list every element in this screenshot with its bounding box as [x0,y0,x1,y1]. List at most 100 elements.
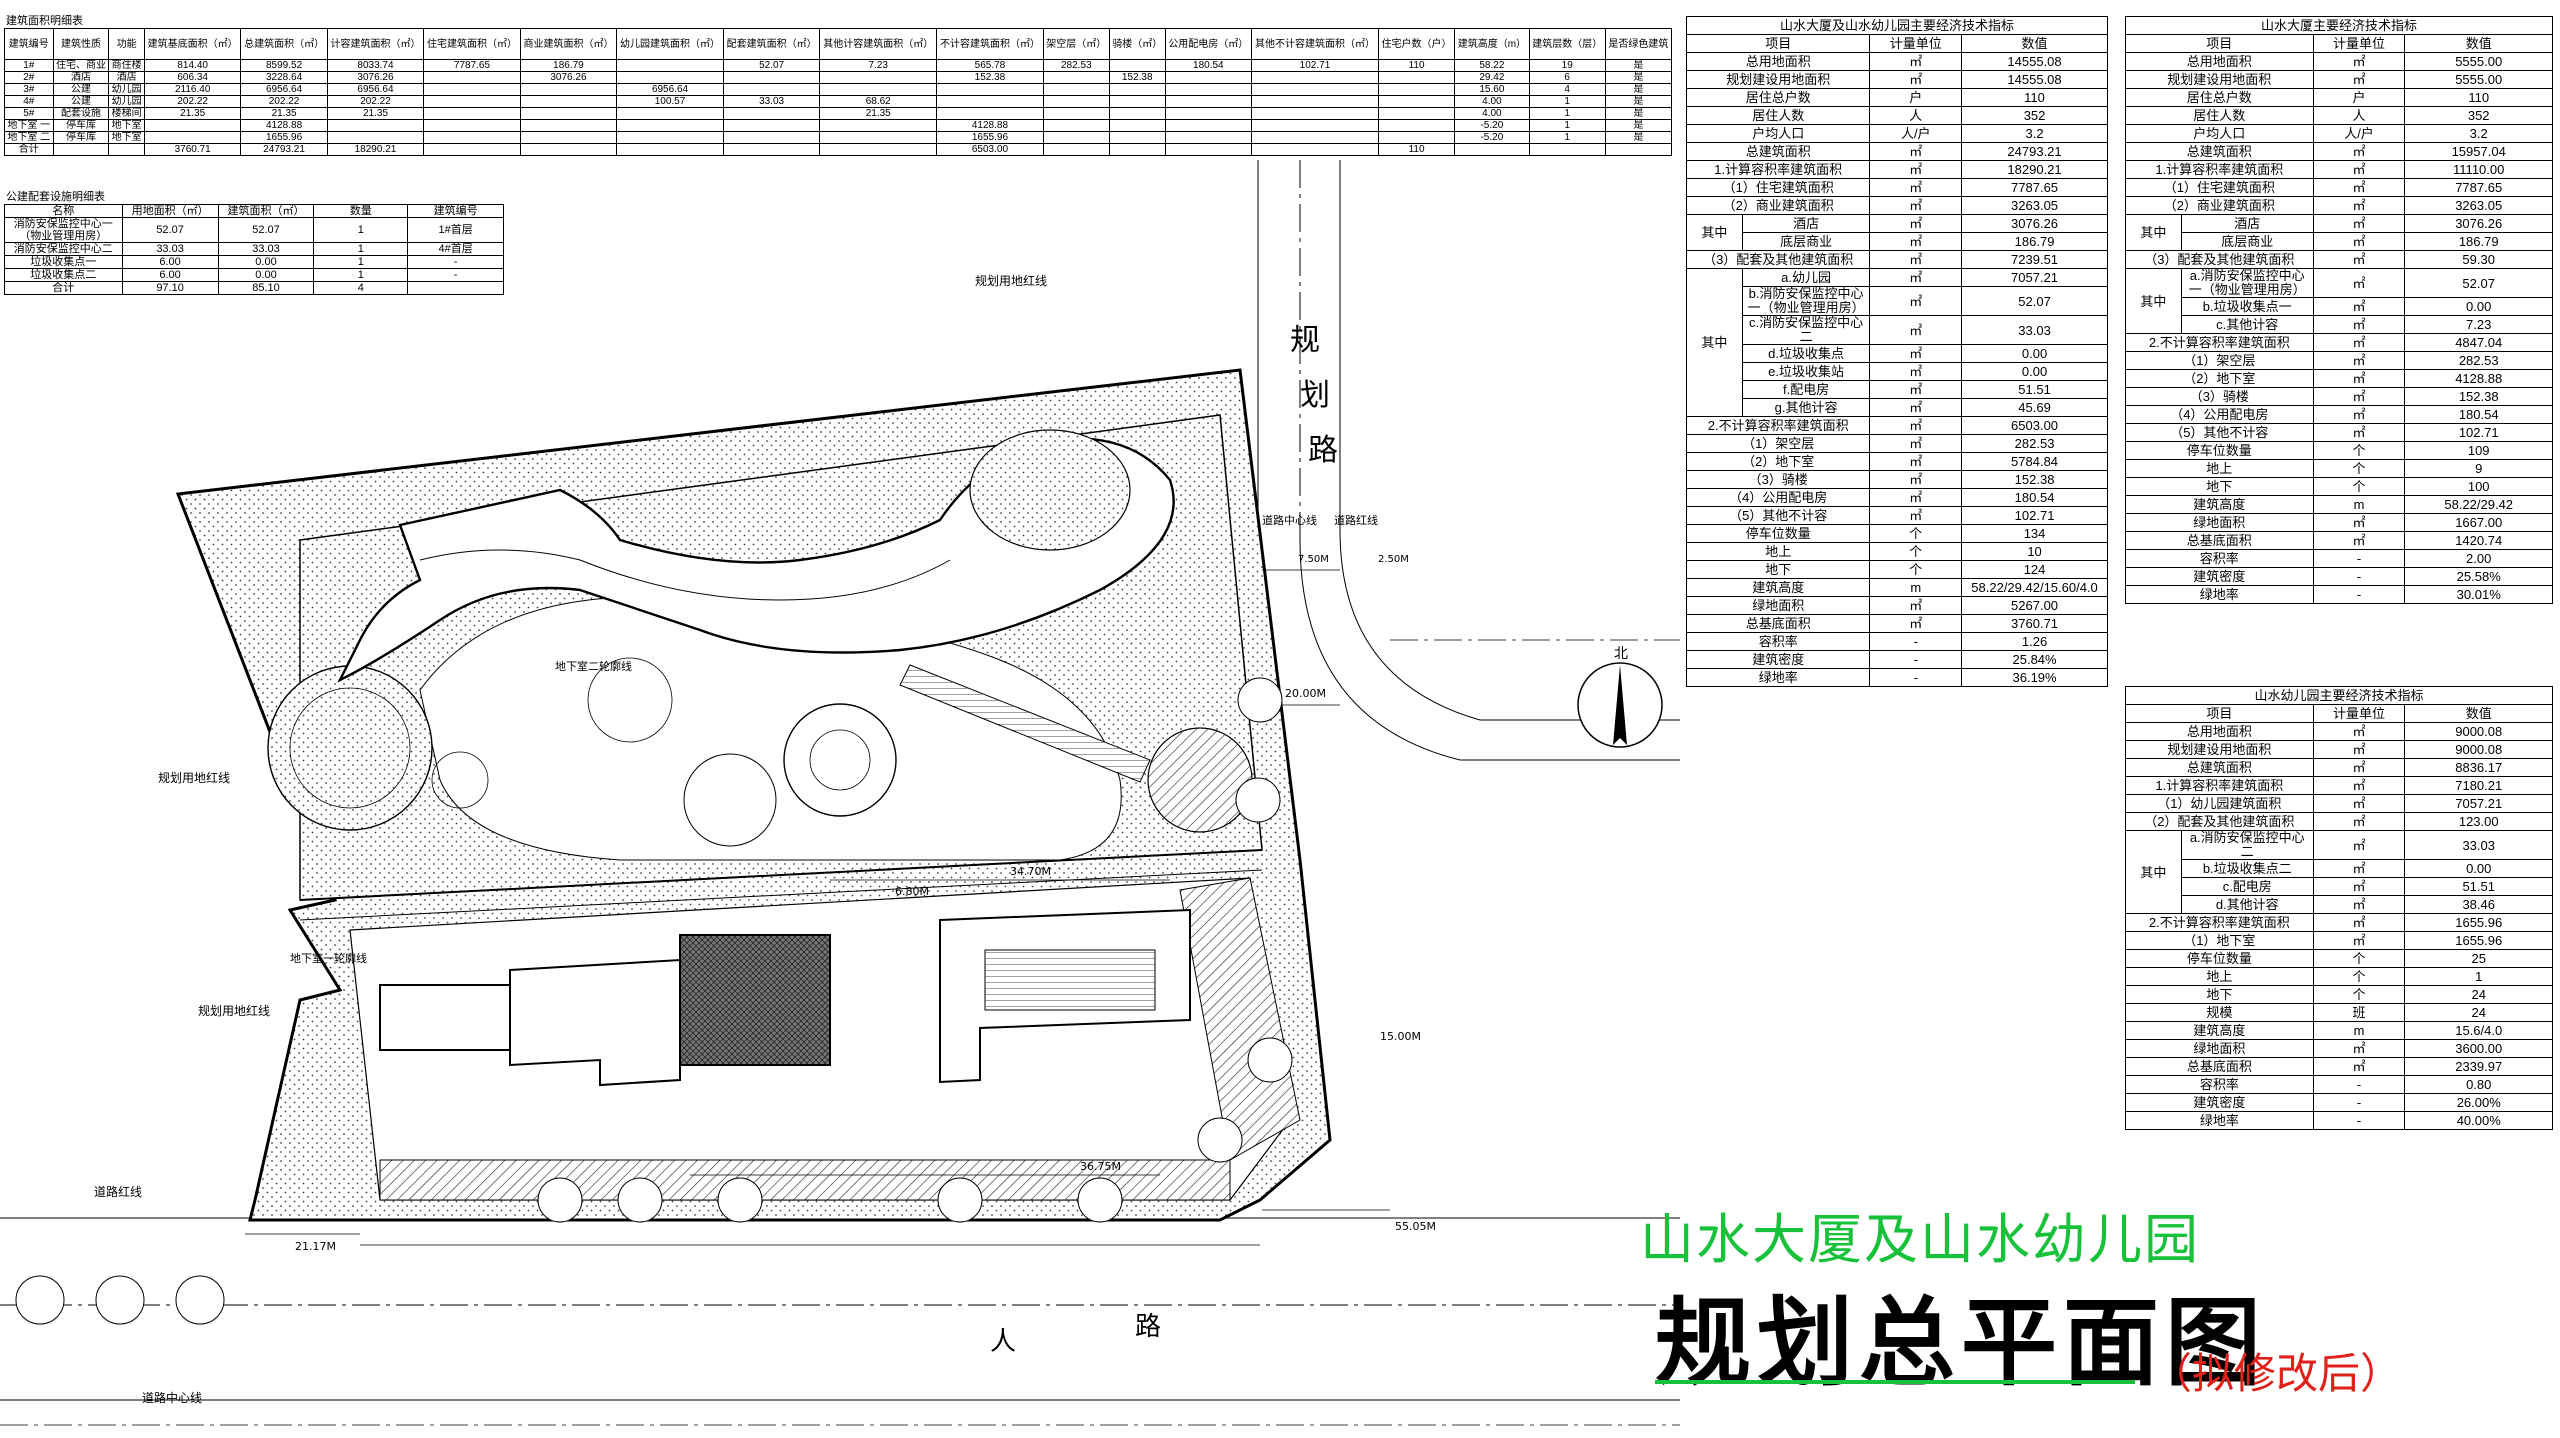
area-cell: 酒店 [52,71,110,84]
econ-value: 14555.08 [1961,52,2108,71]
area-cell: 202.22 [326,95,425,108]
econ-unit: ㎡ [2312,513,2406,532]
dim-250: 2.50M [1378,554,1409,565]
area-cell [616,107,724,120]
econ-value: 5267.00 [1961,596,2108,615]
area-cell: 8033.74 [326,59,425,72]
area-header-cell: 是否绿色建筑 [1604,28,1673,60]
econ-item: 居住总户数 [2125,88,2314,107]
econ-value: 3076.26 [1961,214,2108,233]
area-header-cell: 公用配电房（㎡） [1164,28,1252,60]
area-cell: 公建 [52,83,110,96]
econ-value: 102.71 [1961,506,2108,525]
dimension-lines [245,569,1390,1246]
econ-item: 容积率 [1685,632,1871,651]
area-cell [423,107,521,120]
area-cell: 19 [1528,59,1606,72]
econ-value: 0.00 [2404,859,2553,878]
econ-unit: m [2312,1021,2406,1040]
econ-item: 1.计算容积率建筑面积 [2125,160,2314,179]
econ-header-item: 项目 [2125,34,2314,53]
econ-value: 352 [1961,106,2108,125]
econ-unit: 人/户 [2312,124,2406,143]
econ-value: 1655.96 [2404,931,2553,950]
econ-value: 38.46 [2404,895,2553,914]
area-cell: 5# [4,107,54,120]
econ-unit: ㎡ [1869,470,1963,489]
area-header-cell: 架空层（㎡） [1042,28,1110,60]
road-right [1257,160,1680,761]
econ-value: 52.07 [2404,268,2553,298]
area-cell [326,119,425,132]
area-cell [819,83,938,96]
area-cell [423,119,521,132]
econ-item: c.其他计容 [2180,315,2314,334]
econ-caption: 山水幼儿园主要经济技术指标 [2125,686,2553,705]
area-cell: 52.07 [722,59,821,72]
econ-value: 109 [2404,441,2553,460]
econ-value: 45.69 [1961,398,2108,417]
area-cell [819,119,938,132]
lot-divider [299,849,1263,901]
econ-value: 123.00 [2404,812,2553,831]
econ-item: （4）公用配电房 [2125,405,2314,424]
econ-item: （2）配套及其他建筑面积 [2125,812,2314,831]
econ-unit: ㎡ [2312,877,2406,896]
area-cell [1108,59,1166,72]
dim-680: 6.80M [895,885,929,898]
area-cell [423,83,521,96]
econ-value: 100 [2404,477,2553,496]
econ-unit: - [1869,632,1963,651]
playground-ring [683,753,777,847]
lot-divider-2 [299,869,1263,921]
econ-value: 51.51 [1961,380,2108,399]
area-cell: 4# [4,95,54,108]
area-header-cell: 骑楼（㎡） [1108,28,1166,60]
dim-750: 7.50M [1298,554,1329,565]
econ-item: （3）配套及其他建筑面积 [1685,250,1871,269]
econ-unit: ㎡ [2312,52,2406,71]
econ-unit: ㎡ [2312,196,2406,215]
area-header-cell: 建筑基底面积（㎡） [143,28,242,60]
area-cell: 2116.40 [143,83,242,96]
econ-unit: ㎡ [1869,178,1963,197]
kindergarten-inner [419,549,951,601]
econ-item: 建筑高度 [2125,495,2314,514]
area-cell [423,131,521,144]
econ-value: 24 [2404,985,2553,1004]
econ-value: 7239.51 [1961,250,2108,269]
area-header-cell: 配套建筑面积（㎡） [722,28,821,60]
dim-20m: 20.00M [1285,687,1326,700]
econ-item: 总用地面积 [2125,52,2314,71]
econ-unit: 个 [2312,985,2406,1004]
econ-unit: ㎡ [2312,250,2406,269]
area-cell: 4.00 [1454,95,1530,108]
area-cell [722,119,821,132]
road-right-char-2: 划 [1300,378,1330,413]
econ-unit: ㎡ [1869,416,1963,435]
area-cell [1042,71,1110,84]
area-cell [616,143,724,156]
econ-unit: 个 [2312,441,2406,460]
econ-unit: ㎡ [2312,369,2406,388]
econ-item: b.垃圾收集点二 [2180,859,2314,878]
area-cell: -5.20 [1454,131,1530,144]
econ-item: 地下 [2125,985,2314,1004]
econ-item: 地上 [2125,967,2314,986]
area-cell: 21.35 [240,107,328,120]
